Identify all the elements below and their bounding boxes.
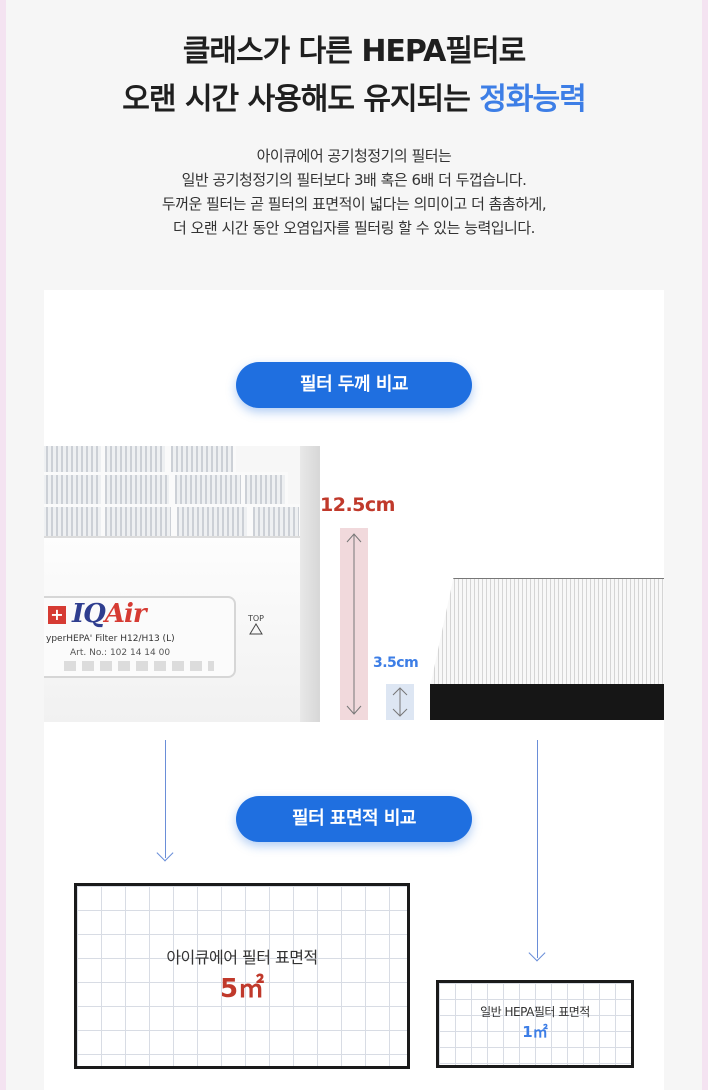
normal-area-box: 일반 HEPA필터 표면적 1㎡ <box>436 980 634 1068</box>
double-arrow-icon <box>346 533 362 715</box>
headline-line1: 클래스가 다른 HEPA필터로 <box>182 34 526 69</box>
triangle-icon <box>249 623 263 635</box>
filter-fine-print <box>64 661 214 671</box>
headline-accent: 정화능력 <box>479 82 586 117</box>
top-mark: TOP <box>248 614 264 637</box>
normal-filter-top <box>430 578 664 687</box>
filter-top-grid <box>44 446 320 538</box>
headline: 클래스가 다른 HEPA필터로 오랜 시간 사용해도 유지되는 정화능력 <box>0 28 708 124</box>
iqair-area-box: 아이큐에어 필터 표면적 5㎡ <box>74 883 410 1069</box>
iqair-area-value: 5㎡ <box>219 974 265 1004</box>
arrow-down-icon <box>165 740 166 858</box>
description-line: 더 오랜 시간 동안 오염입자를 필터링 할 수 있는 능력입니다. <box>173 219 535 237</box>
iqair-thickness-label: 12.5cm <box>320 494 395 516</box>
normal-thickness-bar <box>386 684 414 720</box>
filter-side <box>300 446 320 722</box>
headline-line2-plain: 오랜 시간 사용해도 유지되는 <box>122 82 471 117</box>
description-line: 아이큐에어 공기청정기의 필터는 <box>256 147 452 165</box>
iqair-logo: IQAir <box>72 599 147 629</box>
filter-model: yperHEPA' Filter H12/H13 (L) <box>46 634 175 644</box>
iqair-filter-image: + IQAir yperHEPA' Filter H12/H13 (L) Art… <box>44 446 320 722</box>
normal-area-value: 1㎡ <box>522 1023 548 1041</box>
arrow-down-icon <box>537 740 538 958</box>
normal-filter-edge <box>430 684 664 720</box>
filter-label: + IQAir yperHEPA' Filter H12/H13 (L) Art… <box>44 596 236 678</box>
normal-filter-image <box>430 578 664 720</box>
double-arrow-icon <box>392 687 408 717</box>
top-text: TOP <box>248 614 265 623</box>
filter-art-no: Art. No.: 102 14 14 00 <box>70 648 171 658</box>
normal-area-label: 일반 HEPA필터 표면적 <box>480 1005 590 1019</box>
swiss-cross-icon: + <box>48 606 66 624</box>
thickness-section-title: 필터 두께 비교 <box>236 362 472 408</box>
iqair-area-label: 아이큐에어 필터 표면적 <box>166 948 318 967</box>
iqair-thickness-bar <box>340 528 368 720</box>
description-line: 두꺼운 필터는 곧 필터의 표면적이 넓다는 의미이고 더 촘촘하게, <box>161 195 547 213</box>
description: 아이큐에어 공기청정기의 필터는 일반 공기청정기의 필터보다 3배 혹은 6배… <box>0 144 708 240</box>
description-line: 일반 공기청정기의 필터보다 3배 혹은 6배 더 두껍습니다. <box>181 171 527 189</box>
normal-thickness-label: 3.5cm <box>373 655 419 671</box>
area-section-title: 필터 표면적 비교 <box>236 796 472 842</box>
headline-line2: 오랜 시간 사용해도 유지되는 정화능력 <box>0 76 708 124</box>
